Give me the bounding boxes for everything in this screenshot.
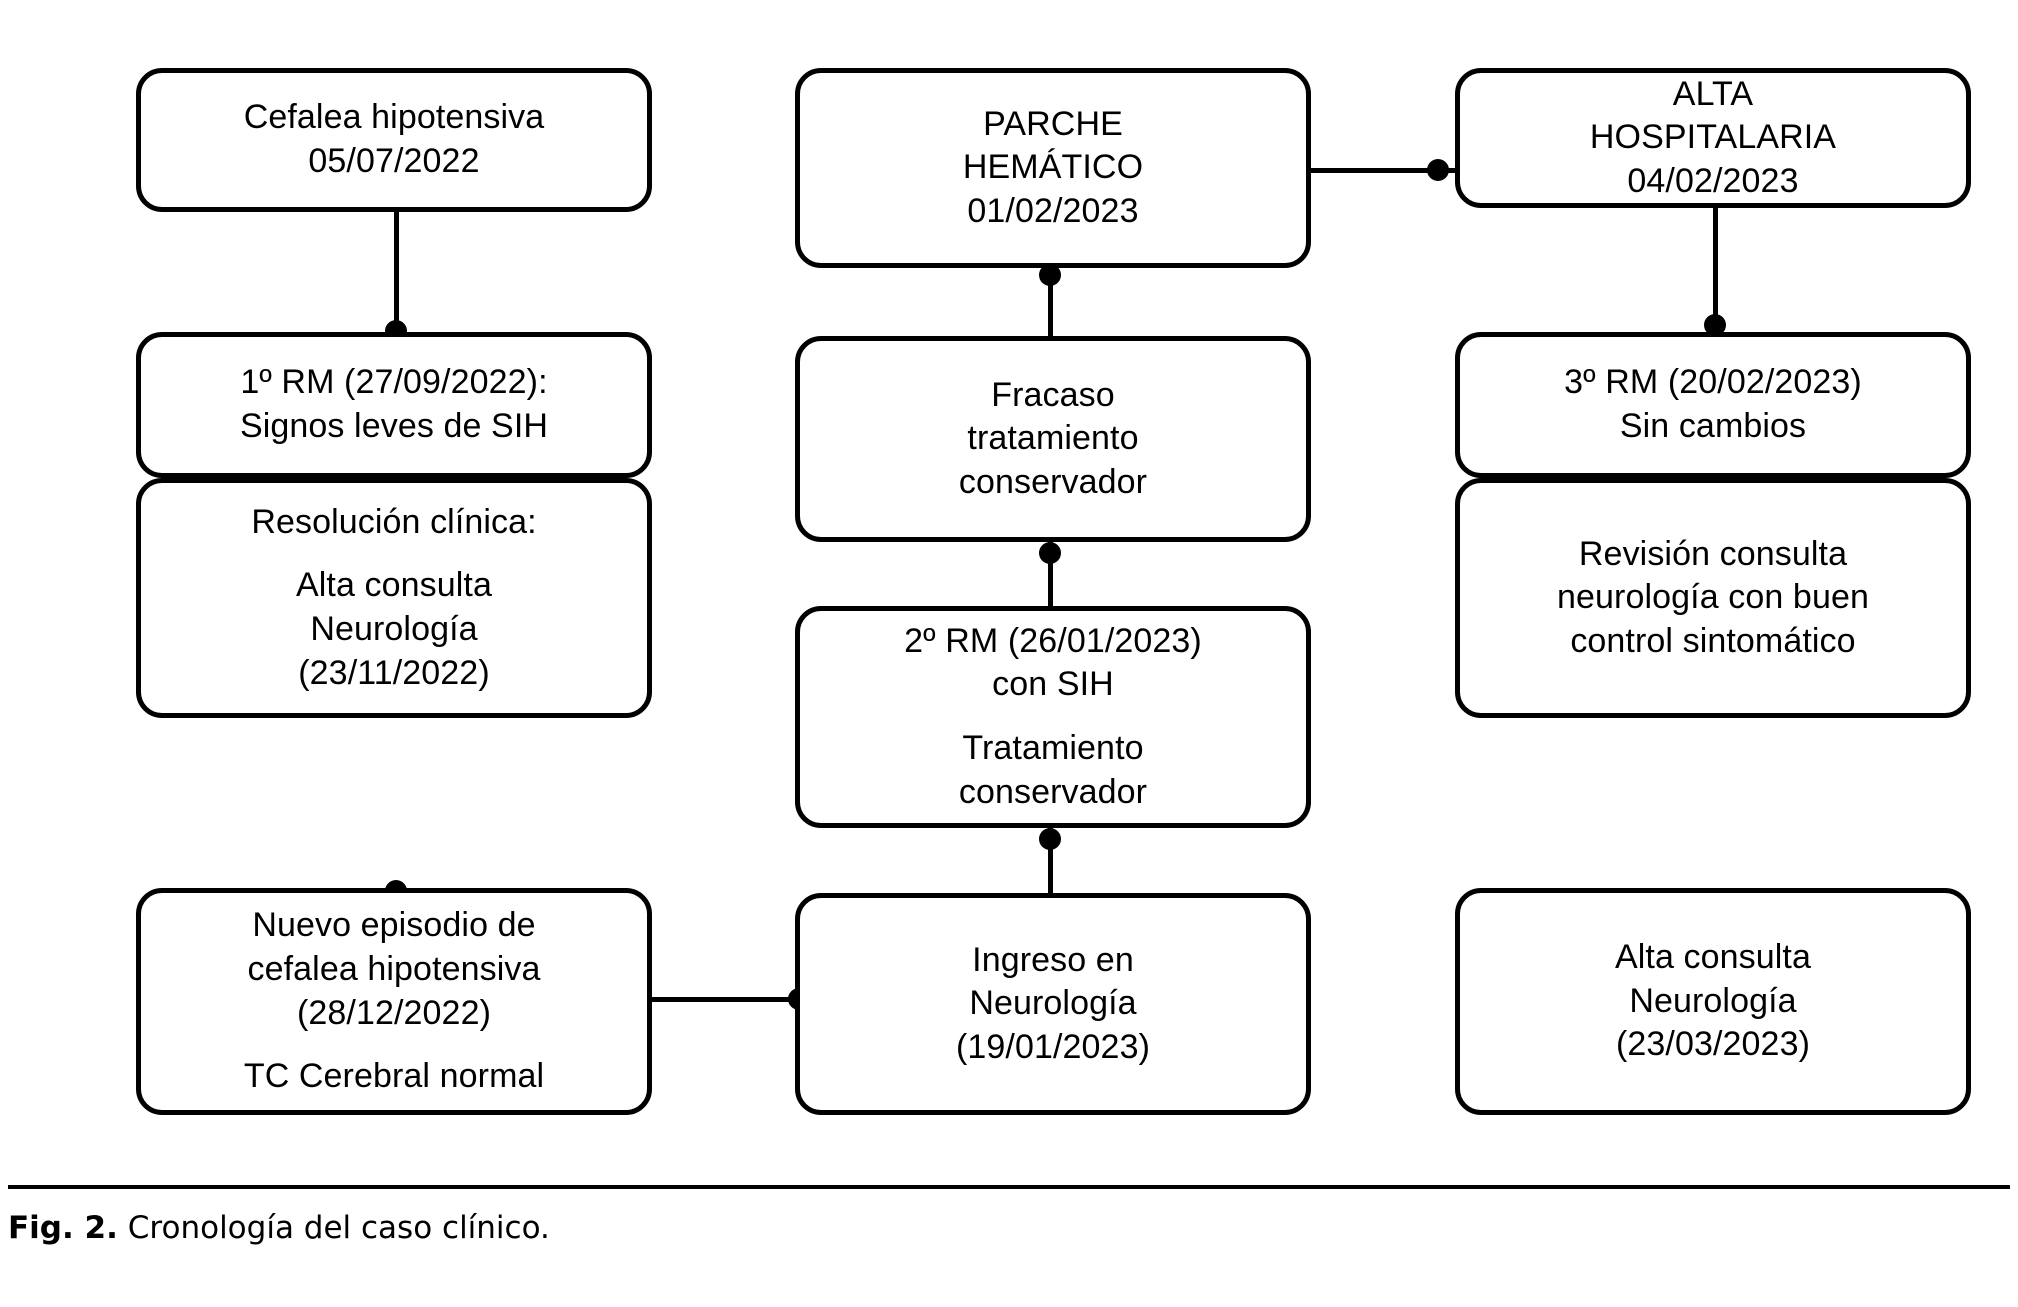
edge-parche-to-alta-hospitalaria — [1300, 168, 1460, 173]
node-line: conservador — [958, 462, 1148, 501]
figure-caption-label: Fig. 2. — [8, 1210, 118, 1246]
node-line: Neurología — [310, 610, 478, 648]
node-line: 3º RM (20/02/2023) — [1564, 363, 1862, 402]
edge-alta-hospitalaria-to-rm3-dot — [1704, 314, 1726, 336]
node-line: 1º RM (27/09/2022): — [240, 363, 548, 402]
edge-parche-to-alta-hospitalaria-dot — [1427, 159, 1449, 181]
node-revision-consulta[interactable]: Revisión consulta neurología con buen co… — [1455, 478, 1971, 718]
node-resolucion-clinica[interactable]: Resolución clínica: Alta consulta Neurol… — [136, 478, 652, 718]
edge-alta-hospitalaria-to-rm3 — [1713, 205, 1718, 330]
node-line: (23/11/2022) — [298, 653, 490, 692]
edge-ingreso-to-rm2-dot — [1039, 828, 1061, 850]
edge-cefalea-to-rm1 — [394, 210, 399, 330]
node-line: PARCHE — [983, 104, 1123, 143]
node-line: Sin cambios — [1619, 407, 1807, 445]
node-nuevo-episodio[interactable]: Nuevo episodio de cefalea hipotensiva (2… — [136, 888, 652, 1115]
caption-divider — [8, 1185, 2010, 1189]
node-line: tratamiento — [967, 419, 1139, 458]
node-line: Nuevo episodio de — [252, 906, 536, 945]
node-rm2[interactable]: 2º RM (26/01/2023) con SIH Tratamiento c… — [795, 606, 1311, 828]
node-line: neurología con buen — [1557, 578, 1869, 617]
node-line: Alta consulta — [296, 566, 492, 605]
node-rm3[interactable]: 3º RM (20/02/2023) Sin cambios — [1455, 332, 1971, 478]
node-line: 05/07/2022 — [308, 142, 480, 180]
node-line: (28/12/2022) — [296, 993, 491, 1032]
node-line: Cefalea hipotensiva — [243, 98, 545, 137]
node-line: (23/03/2023) — [1615, 1025, 1810, 1064]
edge-rm2-to-fracaso-dot — [1039, 542, 1061, 564]
node-line: cefalea hipotensiva — [247, 949, 541, 988]
node-line: Tratamiento — [962, 729, 1144, 767]
node-line: ALTA — [1672, 74, 1754, 113]
edge-fracaso-to-parche-dot — [1039, 264, 1061, 286]
node-parche-hematico[interactable]: PARCHE HEMÁTICO 01/02/2023 — [795, 68, 1311, 268]
node-line: 04/02/2023 — [1627, 161, 1799, 200]
node-line: Fracaso — [991, 375, 1115, 414]
node-alta-consulta[interactable]: Alta consulta Neurología (23/03/2023) — [1455, 888, 1971, 1115]
node-line: Neurología — [969, 984, 1137, 1023]
node-line: Signos leves de SIH — [239, 407, 549, 445]
node-line: HOSPITALARIA — [1589, 118, 1837, 157]
edge-ingreso-to-rm2 — [1048, 828, 1053, 893]
figure-caption: Fig. 2. Cronología del caso clínico. — [8, 1210, 550, 1246]
node-line: control sintomático — [1570, 621, 1856, 660]
node-line: Resolución clínica: — [251, 502, 537, 541]
node-line: Neurología — [1629, 981, 1797, 1020]
node-line: TC Cerebral normal — [243, 1057, 545, 1096]
node-rm1[interactable]: 1º RM (27/09/2022): Signos leves de SIH — [136, 332, 652, 478]
node-line: Revisión consulta — [1578, 534, 1848, 573]
node-line: conservador — [958, 772, 1148, 811]
edge-fracaso-to-parche — [1048, 258, 1053, 358]
node-fracaso-tratamiento[interactable]: Fracaso tratamiento conservador — [795, 336, 1311, 542]
node-ingreso-neurologia[interactable]: Ingreso en Neurología (19/01/2023) — [795, 893, 1311, 1115]
figure-caption-text: Cronología del caso clínico. — [127, 1210, 550, 1246]
node-alta-hospitalaria[interactable]: ALTA HOSPITALARIA 04/02/2023 — [1455, 68, 1971, 208]
node-line: Ingreso en — [972, 940, 1134, 979]
node-line: con SIH — [992, 665, 1114, 704]
node-cefalea-hipotensiva[interactable]: Cefalea hipotensiva 05/07/2022 — [136, 68, 652, 212]
node-line: 01/02/2023 — [967, 191, 1139, 230]
node-line: 2º RM (26/01/2023) — [904, 621, 1202, 660]
edge-rm2-to-fracaso — [1048, 542, 1053, 607]
node-line: (19/01/2023) — [955, 1027, 1150, 1066]
node-line: HEMÁTICO — [962, 148, 1144, 187]
node-line: Alta consulta — [1615, 938, 1811, 977]
